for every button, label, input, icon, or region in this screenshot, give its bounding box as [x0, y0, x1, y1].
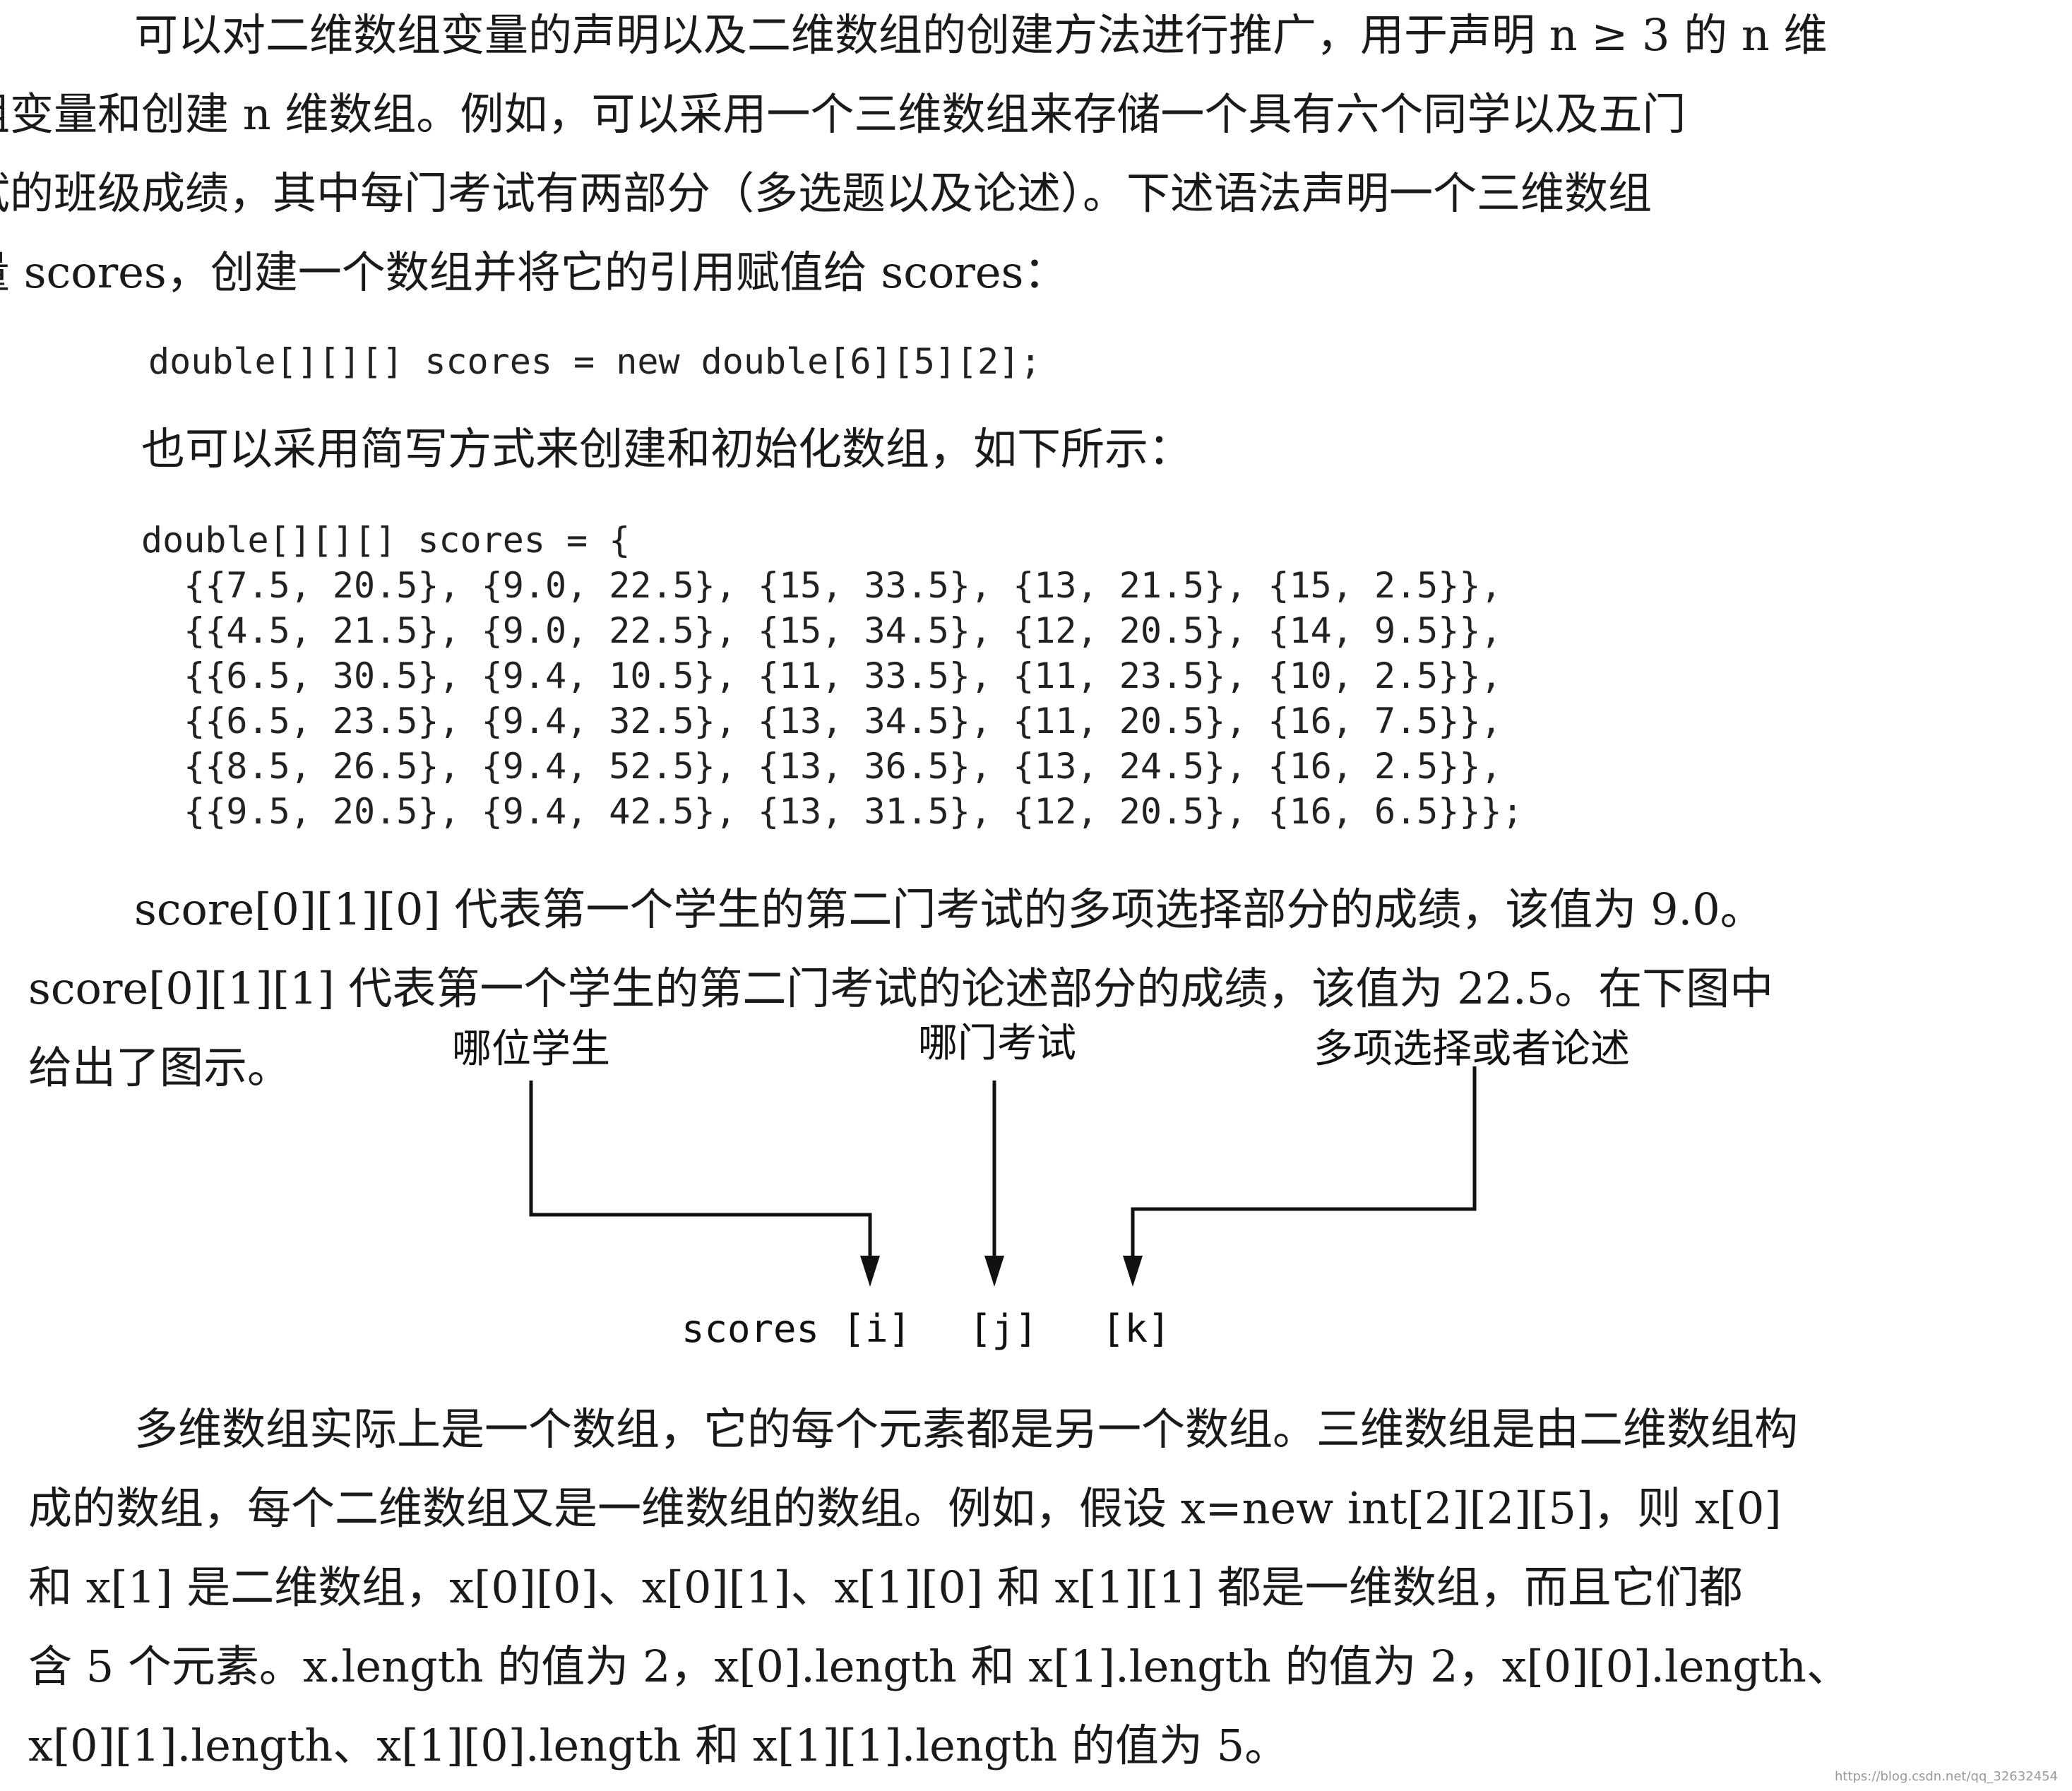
expr-k: [k] [1102, 1307, 1171, 1351]
expr-j: [j] [969, 1307, 1038, 1351]
arrow-part [1131, 1066, 1477, 1264]
arrowhead-student [860, 1256, 880, 1287]
explain-line: score[0][1][1] 代表第一个学生的第二门考试的论述部分的成绩，该值为… [28, 963, 1774, 1014]
shorthand-line: 也可以采用简写方式来创建和初始化数组，如下所示： [141, 423, 1193, 475]
code-row: {{4.5, 21.5}, {9.0, 22.5}, {15, 34.5}, {… [141, 610, 1502, 651]
arrow-student [529, 1081, 872, 1264]
intro-line: 数组变量和创建 n 维数组。例如，可以采用一个三维数组来存储一个具有六个同学以及… [0, 88, 1686, 140]
arrowhead-exam [984, 1256, 1004, 1287]
intro-line: 可以对二维数组变量的声明以及二维数组的创建方法进行推广，用于声明 n ≥ 3 的… [134, 9, 1828, 61]
bottom-line: 成的数组，每个二维数组又是一维数组的数组。例如，假设 x=new int[2][… [28, 1482, 1782, 1534]
intro-line: 变量 scores，创建一个数组并将它的引用赋值给 scores： [0, 246, 1068, 298]
label-choice-or-essay: 多项选择或者论述 [1314, 1026, 1630, 1072]
code-row: {{9.5, 20.5}, {9.4, 42.5}, {13, 31.5}, {… [141, 791, 1523, 832]
bottom-line: 多维数组实际上是一个数组，它的每个元素都是另一个数组。三维数组是由二维数组构 [134, 1403, 1799, 1455]
bottom-line: 含 5 个元素。x.length 的值为 2，x[0].length 和 x[1… [28, 1641, 1850, 1692]
explain-line: 给出了图示。 [28, 1042, 292, 1093]
code-declaration: double[][][] scores = new double[6][5][2… [148, 341, 1042, 382]
intro-paragraph: 可以对二维数组变量的声明以及二维数组的创建方法进行推广，用于声明 n ≥ 3 的… [0, 0, 2041, 312]
code-row: {{8.5, 26.5}, {9.4, 52.5}, {13, 36.5}, {… [141, 746, 1502, 787]
expr-scores-i: scores [i] [681, 1307, 912, 1351]
bottom-line: x[0][1].length、x[1][0].length 和 x[1][1].… [28, 1720, 1289, 1771]
code-header: double[][][] scores = { [141, 520, 631, 561]
explain-line: score[0][1][0] 代表第一个学生的第二门考试的多项选择部分的成绩，该… [134, 883, 1764, 935]
code-row: {{7.5, 20.5}, {9.0, 22.5}, {15, 33.5}, {… [141, 565, 1502, 606]
arrowhead-part [1123, 1256, 1143, 1287]
intro-line: 考试的班级成绩，其中每门考试有两部分（多选题以及论述）。下述语法声明一个三维数组 [0, 167, 1653, 219]
explain-paragraph: score[0][1][0] 代表第一个学生的第二门考试的多项选择部分的成绩，该… [28, 870, 2041, 1107]
watermark: https://blog.csdn.net/qq_32632454 [1834, 1769, 2058, 1784]
bottom-line: 和 x[1] 是二维数组，x[0][0]、x[0][1]、x[1][0] 和 x… [28, 1561, 1743, 1613]
bottom-paragraph: 多维数组实际上是一个数组，它的每个元素都是另一个数组。三维数组是由二维数组构 成… [28, 1390, 2041, 1785]
shorthand-paragraph: 也可以采用简写方式来创建和初始化数组，如下所示： [28, 410, 2041, 489]
label-which-exam: 哪门考试 [918, 1021, 1076, 1066]
code-row: {{6.5, 23.5}, {9.4, 32.5}, {13, 34.5}, {… [141, 701, 1502, 742]
label-which-student: 哪位学生 [452, 1026, 610, 1072]
code-row: {{6.5, 30.5}, {9.4, 10.5}, {11, 33.5}, {… [141, 655, 1502, 696]
